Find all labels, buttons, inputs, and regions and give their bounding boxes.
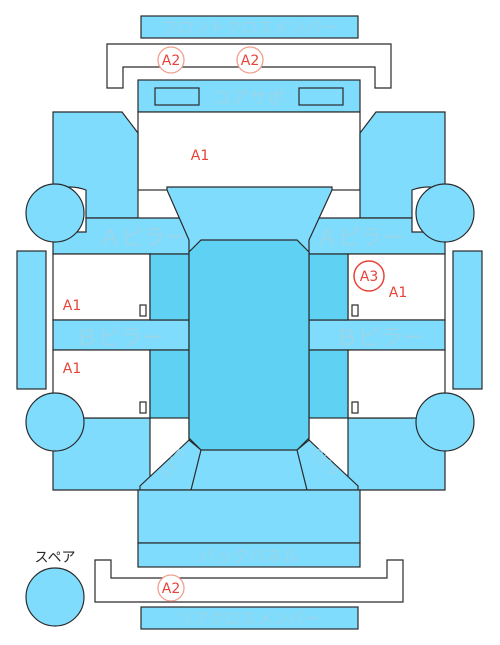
a2-mark-2[interactable]: A2 [241, 53, 259, 69]
front-right-wheel[interactable] [415, 183, 475, 243]
trunk[interactable] [137, 489, 361, 544]
right-b-pillar[interactable] [307, 319, 446, 351]
right-side-sill[interactable] [452, 250, 483, 390]
left-a-pillar-label: Ａピラー [99, 226, 187, 251]
right-floor-rail-rear[interactable] [307, 349, 349, 419]
core-support-right-slot [298, 87, 344, 106]
right-a-pillar-label: Ａピラー [316, 226, 404, 251]
a1-mark-left-rear-door[interactable]: A1 [63, 361, 81, 377]
a1-mark-right-front-door[interactable]: A1 [389, 285, 407, 301]
a2-mark-3[interactable]: A2 [162, 581, 180, 597]
left-b-pillar[interactable] [52, 319, 191, 351]
right-rear-door-latch [351, 401, 359, 414]
rear-cross-member-label: リアクロスメンバー [177, 609, 320, 628]
core-support-left-slot [154, 87, 200, 106]
a3-mark[interactable]: A3 [360, 269, 378, 285]
left-side-sill[interactable] [16, 250, 47, 390]
a1-mark-engine[interactable]: A1 [191, 148, 209, 164]
spare-tire-label: スペア [34, 550, 75, 566]
back-panel[interactable] [137, 542, 361, 568]
left-front-door[interactable] [52, 253, 151, 321]
rear-right-wheel[interactable] [415, 392, 475, 452]
rear-cross-member-panel[interactable] [140, 606, 359, 630]
front-left-wheel[interactable] [25, 183, 85, 243]
left-front-door-latch [139, 304, 147, 317]
back-panel-label: バックパネル [198, 547, 299, 567]
rear-left-wheel[interactable] [25, 392, 85, 452]
a2-mark-1[interactable]: A2 [162, 53, 180, 69]
a2-mark-3-ring [157, 574, 185, 602]
left-rear-door-latch [139, 401, 147, 414]
left-floor-rail-rear[interactable] [149, 349, 191, 419]
a3-mark-ring [353, 260, 385, 292]
a2-mark-2-ring [236, 46, 264, 74]
left-floor-rail-front[interactable] [149, 253, 191, 321]
roof-inner[interactable] [188, 239, 310, 451]
right-b-pillar-label: Ｂピラー [336, 326, 424, 351]
front-cross-member-label: フロントクロスメンバー [161, 18, 337, 37]
core-support-label: コアサポ [213, 88, 285, 109]
a2-mark-1-ring [157, 46, 185, 74]
front-cross-member-panel[interactable] [140, 15, 359, 39]
right-floor-rail-front[interactable] [307, 253, 349, 321]
spare-tire[interactable] [25, 567, 85, 627]
a1-mark-left-front-door[interactable]: A1 [63, 298, 81, 314]
engine-bay[interactable] [137, 111, 361, 191]
left-b-pillar-label: Ｂピラー [76, 326, 164, 351]
right-front-door-latch [351, 304, 359, 317]
